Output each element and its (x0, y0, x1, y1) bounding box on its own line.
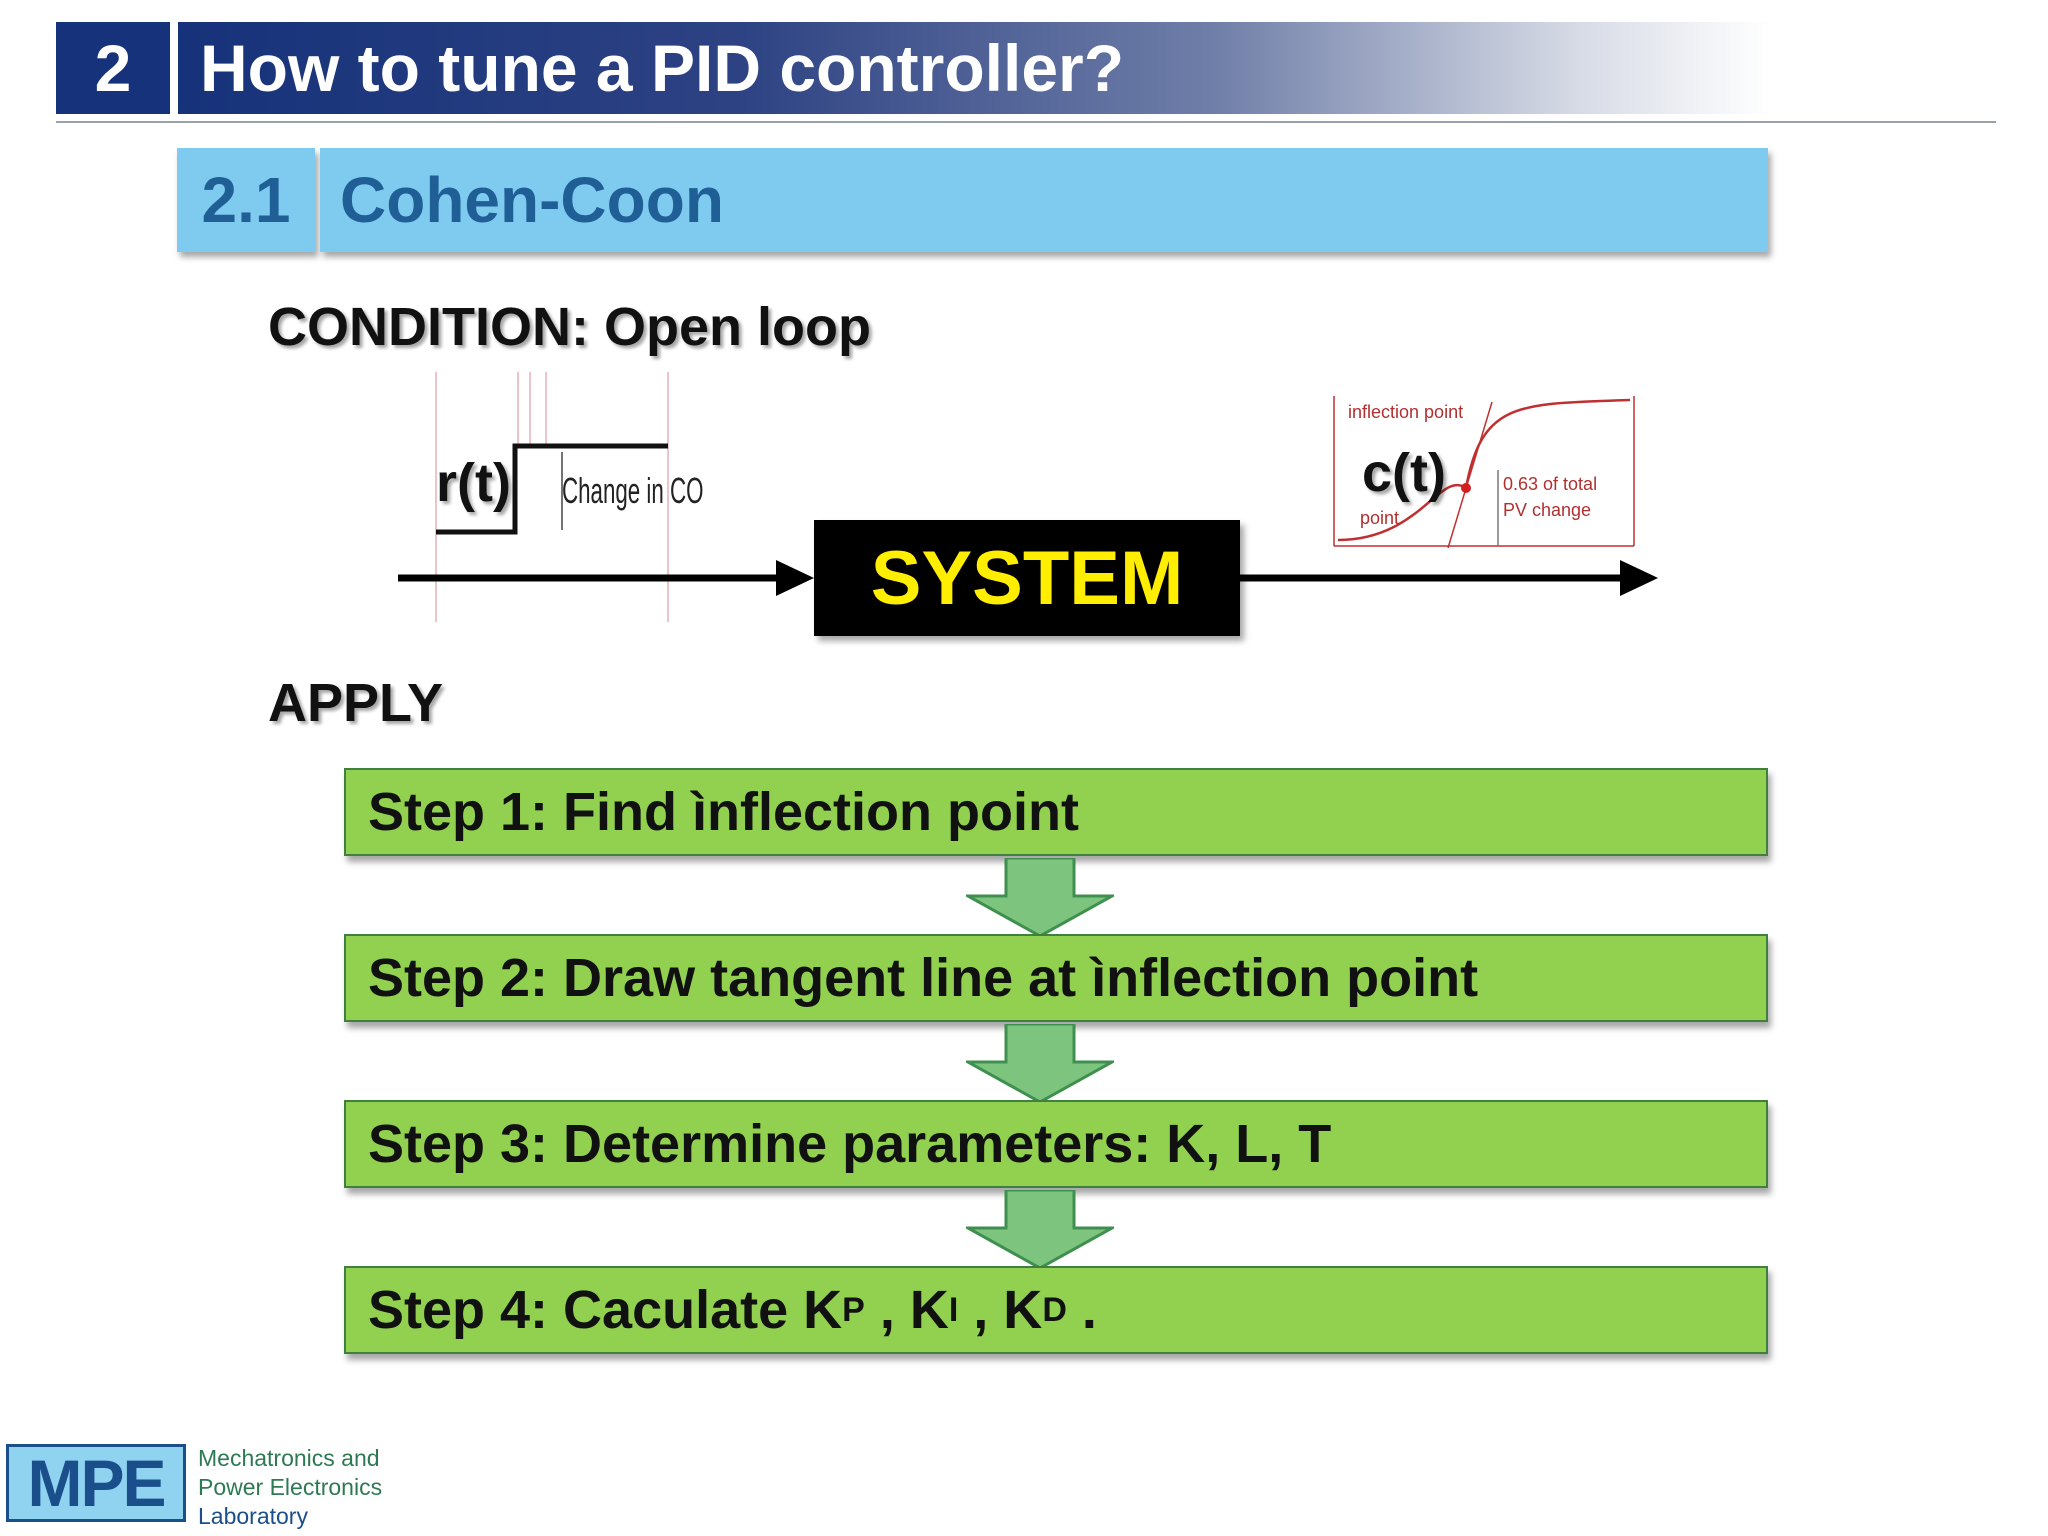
fraction-note-line2: PV change (1503, 500, 1592, 520)
mpe-logo: MPE (6, 1444, 186, 1522)
condition-label: CONDITION: Open loop (268, 297, 871, 357)
step-4-separator-2: , K (958, 1280, 1043, 1340)
change-in-co-label: Change in CO (562, 470, 704, 511)
down-arrow-icon (966, 1024, 1114, 1104)
lab-name-line1: Mechatronics and (198, 1445, 380, 1471)
header-divider (56, 121, 1996, 123)
lab-name-line3: Laboratory (198, 1503, 308, 1529)
response-plot-graphic (1333, 396, 1635, 549)
step-1-box: Step 1: Find ìnflection point (344, 768, 1768, 856)
step-1-text: Step 1: Find ìnflection point (368, 782, 1079, 842)
down-arrow-icon (966, 858, 1114, 938)
output-arrow (1240, 560, 1658, 596)
step-2-box: Step 2: Draw tangent line at ìnflection … (344, 934, 1768, 1022)
step-4-prefix: Step 4: Caculate K (368, 1280, 843, 1340)
subscript-p: P (842, 1290, 865, 1329)
apply-label: APPLY (268, 673, 444, 733)
input-signal-label: r(t) (436, 453, 511, 513)
section-number: 2 (56, 22, 170, 114)
fraction-note-line1: 0.63 of total (1503, 474, 1598, 494)
inflection-point-note: inflection point (1348, 402, 1464, 422)
step-2-text: Step 2: Draw tangent line at ìnflection … (368, 948, 1479, 1008)
subsection-number: 2.1 (177, 148, 315, 252)
step-4-separator-1: , K (864, 1280, 949, 1340)
step-4-suffix: . (1066, 1280, 1097, 1340)
subscript-i: I (948, 1290, 959, 1329)
point-note: point (1360, 508, 1400, 528)
system-block: SYSTEM (814, 520, 1240, 636)
input-arrow (398, 560, 814, 596)
subsection-title: Cohen-Coon (320, 148, 1768, 252)
step-3-box: Step 3: Determine parameters: K, L, T (344, 1100, 1768, 1188)
section-title: How to tune a PID controller? (178, 22, 1770, 114)
down-arrow-icon (966, 1190, 1114, 1270)
step-3-text: Step 3: Determine parameters: K, L, T (368, 1114, 1332, 1174)
output-signal-label: c(t) (1362, 443, 1446, 503)
lab-name-line2: Power Electronics (198, 1474, 383, 1500)
subscript-d: D (1042, 1290, 1067, 1329)
lab-name: Mechatronics and Power Electronics Labor… (198, 1444, 382, 1531)
